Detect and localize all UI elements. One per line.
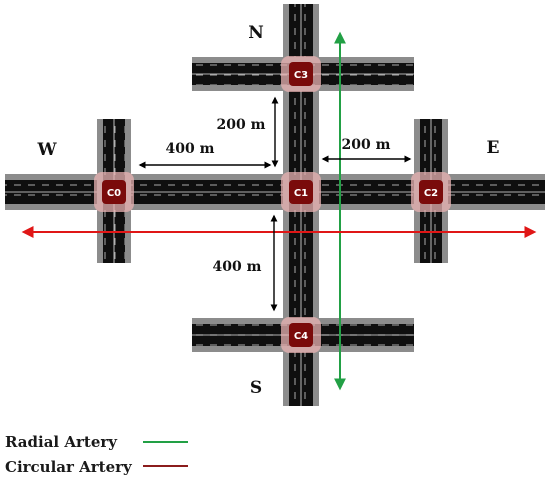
distance-label-c1-c2: 200 m — [342, 137, 391, 153]
legend-item-circular: Circular Artery — [5, 458, 188, 476]
intersection-label-c4: C4 — [294, 331, 308, 342]
intersection-c3: C3 — [281, 56, 321, 92]
intersection-label-c2: C2 — [424, 188, 438, 199]
direction-label-east: E — [487, 138, 500, 158]
road-main-horizontal — [5, 174, 545, 210]
intersection-c1: C1 — [281, 172, 321, 212]
legend-item-radial: Radial Artery — [5, 433, 188, 451]
legend-label-circular: Circular Artery — [5, 458, 133, 476]
legend-label-radial: Radial Artery — [5, 433, 118, 451]
intersection-c2: C2 — [411, 172, 451, 212]
intersection-c0: C0 — [94, 172, 134, 212]
legend: Radial Artery Circular Artery — [5, 433, 188, 476]
intersection-c4: C4 — [281, 317, 321, 353]
distance-label-c0-c1: 400 m — [166, 141, 215, 157]
distance-label-c1-c4: 400 m — [213, 259, 262, 275]
direction-label-west: W — [36, 140, 57, 160]
distance-label-c1-c3: 200 m — [217, 117, 266, 133]
direction-label-south: S — [250, 378, 262, 398]
direction-label-north: N — [248, 23, 264, 43]
intersection-label-c3: C3 — [294, 70, 308, 81]
road-network — [5, 4, 545, 406]
intersection-label-c0: C0 — [107, 188, 121, 199]
intersection-label-c1: C1 — [294, 188, 308, 199]
